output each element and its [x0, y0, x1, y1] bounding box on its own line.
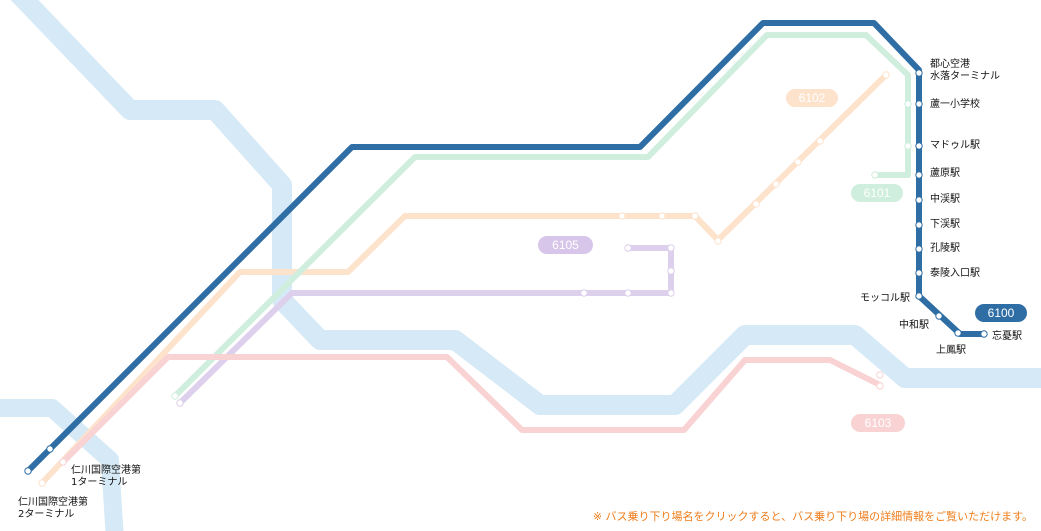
station-label-mokkoru[interactable]: モッコル駅 [860, 293, 910, 304]
station-dot-6100[interactable] [915, 142, 923, 150]
station-dot-6100[interactable] [24, 467, 32, 475]
station-dot-6102[interactable] [794, 158, 802, 166]
river-branch [0, 399, 124, 531]
station-label-madoru[interactable]: マドゥル駅 [930, 140, 980, 151]
station-dot-6101[interactable] [904, 100, 912, 108]
station-label-boyu[interactable]: 忘憂駅 [992, 331, 1022, 342]
station-dot-6102[interactable] [658, 212, 666, 220]
station-label-line: 仁川国際空港第 [71, 465, 141, 476]
station-label-tairyo[interactable]: 泰陵入口駅 [930, 268, 980, 279]
station-label-line: 1ターミナル [71, 477, 128, 488]
station-label-joho[interactable]: 上鳳駅 [936, 345, 966, 356]
station-label-line: 都心空港 [930, 59, 970, 70]
station-dot-6102[interactable] [882, 71, 890, 79]
station-dot-6102[interactable] [816, 137, 824, 145]
station-dot-6100[interactable] [915, 221, 923, 229]
station-label-line: 仁川国際空港第 [18, 497, 88, 508]
station-dot-6102[interactable] [772, 180, 780, 188]
station-dot-6100[interactable] [915, 245, 923, 253]
station-dot-6103[interactable] [59, 458, 67, 466]
station-label-ashihara[interactable]: 蘆原駅 [930, 168, 960, 179]
station-dot-6103[interactable] [876, 382, 884, 390]
route-6100-line [25, 20, 985, 474]
station-dot-6100[interactable] [915, 292, 923, 300]
station-dot-6100[interactable] [980, 330, 988, 338]
station-label-ashi-ichi[interactable]: 蘆一小学校 [930, 99, 980, 110]
route-6103-line [60, 354, 882, 465]
station-label-incheon-t2[interactable]: 仁川国際空港第 2ターミナル [18, 497, 88, 521]
station-dot-6101[interactable] [904, 142, 912, 150]
station-dot-6105[interactable] [667, 244, 675, 252]
route-badge-6100[interactable]: 6100 [975, 304, 1027, 322]
station-label-toshin-airport[interactable]: 都心空港 水落ターミナル [930, 59, 1000, 83]
station-dot-6102[interactable] [714, 237, 722, 245]
station-dot-6100[interactable] [954, 329, 962, 337]
station-label-koryo[interactable]: 孔陵駅 [930, 243, 960, 254]
station-dot-6100[interactable] [915, 171, 923, 179]
station-dot-6105[interactable] [580, 289, 588, 297]
river-han [10, 0, 1041, 415]
station-dot-6100[interactable] [915, 69, 923, 77]
station-dot-6101[interactable] [871, 171, 879, 179]
station-label-incheon-t1[interactable]: 仁川国際空港第 1ターミナル [71, 465, 141, 489]
station-dot-6100[interactable] [46, 445, 54, 453]
route-badge-6103[interactable]: 6103 [851, 414, 905, 432]
station-dot-6101[interactable] [171, 392, 179, 400]
station-dot-6103[interactable] [876, 371, 884, 379]
station-dot-6102[interactable] [618, 212, 626, 220]
station-label-nakakei[interactable]: 中渓駅 [930, 194, 960, 205]
station-dot-6105[interactable] [176, 399, 184, 407]
route-6102-line [39, 72, 889, 486]
route-6101-line [172, 32, 911, 399]
station-dot-6105[interactable] [667, 289, 675, 297]
station-label-line: 2ターミナル [18, 509, 75, 520]
station-dot-6102[interactable] [38, 479, 46, 487]
station-dot-6100[interactable] [935, 312, 943, 320]
station-dot-6100[interactable] [915, 100, 923, 108]
route-badge-6101[interactable]: 6101 [851, 184, 903, 202]
station-dot-6102[interactable] [691, 212, 699, 220]
station-label-line: 水落ターミナル [930, 71, 1000, 82]
station-label-chuwa[interactable]: 中和駅 [899, 320, 929, 331]
station-dot-6105[interactable] [624, 244, 632, 252]
route-badge-6105[interactable]: 6105 [538, 236, 593, 254]
station-dot-6102[interactable] [752, 200, 760, 208]
notice-text: ※ バス乗り下り場名をクリックすると、バス乗り下り場の詳細情報をご覧いただけます… [592, 510, 1033, 523]
station-dot-6105[interactable] [667, 267, 675, 275]
station-dot-6105[interactable] [624, 289, 632, 297]
route-badge-6102[interactable]: 6102 [786, 89, 838, 107]
station-label-shimokei[interactable]: 下渓駅 [930, 219, 960, 230]
station-dot-6100[interactable] [915, 196, 923, 204]
station-dot-6100[interactable] [915, 269, 923, 277]
